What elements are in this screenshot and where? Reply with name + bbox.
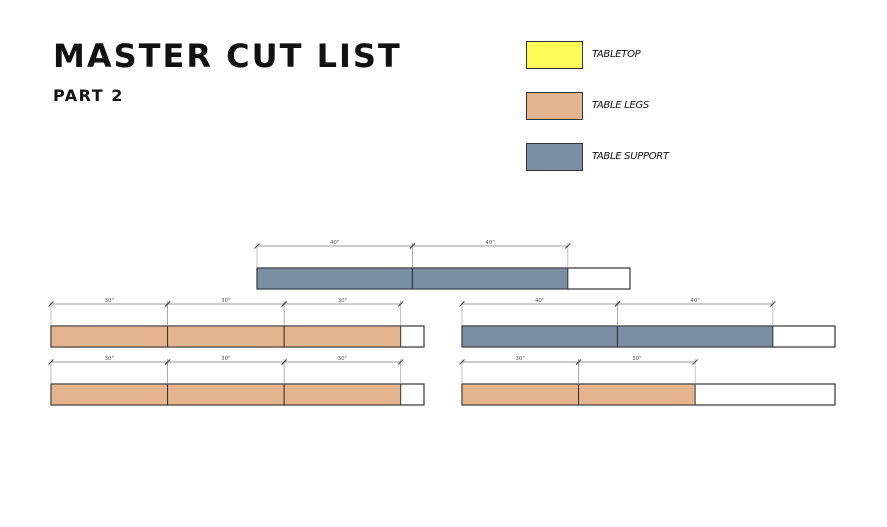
- dimension-label: 30": [338, 356, 348, 362]
- legend-swatch-tabletop: [526, 41, 583, 69]
- legend-swatch-table-legs: [526, 92, 583, 120]
- dimension-tick: [564, 243, 571, 249]
- legend-label-table-support: TABLE SUPPORT: [592, 151, 669, 162]
- dimension-tick: [48, 359, 54, 365]
- dimension-tick: [164, 301, 171, 307]
- legend-label-tabletop: TABLETOP: [592, 49, 641, 60]
- dimension-label: 30": [338, 298, 348, 304]
- dimension-tick: [769, 301, 776, 307]
- dimension-tick: [575, 359, 582, 365]
- dimension-tick: [409, 243, 416, 249]
- cut-piece: [167, 383, 285, 406]
- board-3: 40" 40": [459, 298, 836, 348]
- cut-piece: [461, 383, 580, 406]
- page-subtitle: PART 2: [53, 86, 124, 105]
- dimension-tick: [281, 359, 287, 365]
- legend-swatch-table-support: [526, 143, 583, 171]
- cut-piece: [256, 267, 413, 290]
- dimension-label: 40": [535, 298, 545, 304]
- dimension-label: 30": [632, 356, 642, 362]
- board-1: 40" 40": [254, 240, 631, 290]
- dimension-tick: [164, 359, 171, 365]
- board-2: 30" 30" 30": [48, 298, 425, 348]
- cut-piece: [50, 383, 169, 406]
- dimension-tick: [397, 301, 404, 307]
- legend-item-tabletop: TABLETOP: [526, 41, 766, 71]
- cut-piece: [578, 383, 696, 406]
- dimension-tick: [281, 301, 287, 307]
- cut-piece: [461, 325, 618, 348]
- cut-piece: [283, 383, 402, 406]
- cut-piece: [411, 267, 569, 290]
- dimension-tick: [459, 359, 465, 365]
- cut-piece: [167, 325, 285, 348]
- dimension-tick: [614, 301, 621, 307]
- board-4: 30" 30" 30": [48, 356, 425, 406]
- dimension-label: 40": [690, 298, 700, 304]
- cut-piece: [616, 325, 774, 348]
- dimension-label: 30": [105, 356, 115, 362]
- dimension-label: 40": [485, 240, 495, 246]
- dimension-label: 40": [330, 240, 340, 246]
- dimension-tick: [48, 301, 54, 307]
- board-5: 30" 30": [459, 356, 836, 406]
- dimension-tick: [459, 301, 465, 307]
- cut-piece: [283, 325, 402, 348]
- dimension-label: 30": [221, 356, 231, 362]
- dimension-label: 30": [221, 298, 231, 304]
- page-title: MASTER CUT LIST: [53, 37, 402, 75]
- dimension-tick: [692, 359, 698, 365]
- dimension-tick: [397, 359, 404, 365]
- dimension-label: 30": [516, 356, 526, 362]
- cut-piece: [50, 325, 169, 348]
- dimension-tick: [254, 243, 260, 249]
- dimension-label: 30": [105, 298, 115, 304]
- legend-item-table-support: TABLE SUPPORT: [526, 143, 766, 173]
- legend-label-table-legs: TABLE LEGS: [592, 100, 649, 111]
- legend-item-table-legs: TABLE LEGS: [526, 92, 766, 122]
